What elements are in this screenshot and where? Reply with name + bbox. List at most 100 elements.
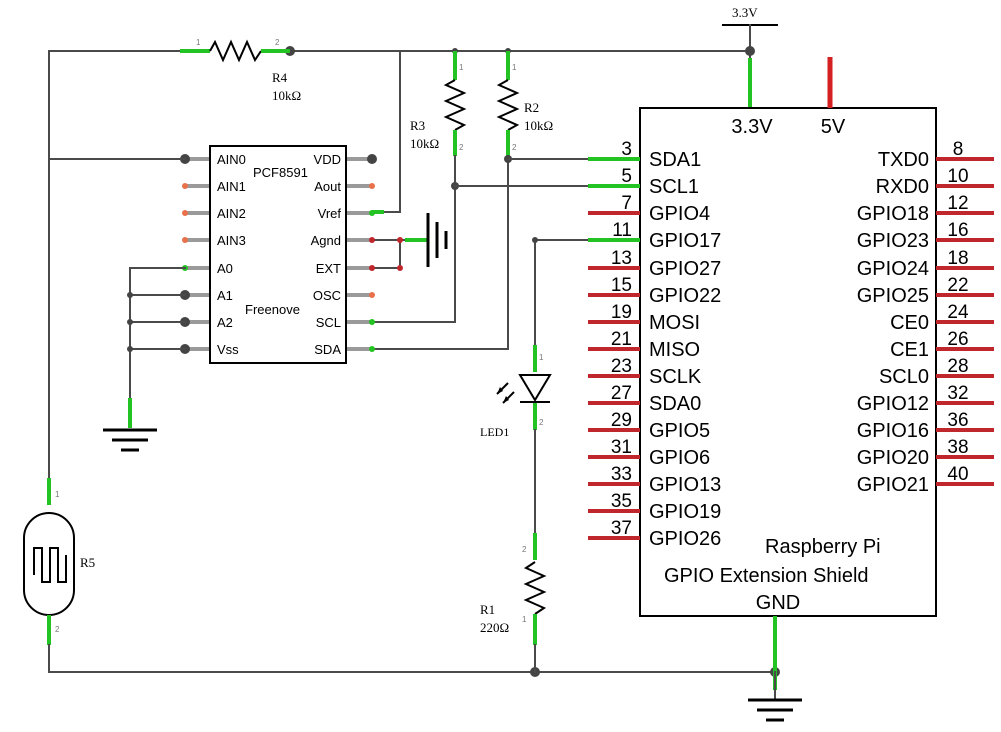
shield-title-2: GPIO Extension Shield [664, 565, 869, 587]
chip-pin-osc: OSC [313, 288, 341, 303]
led-pin1-mark: 1 [539, 353, 544, 362]
chip-pin-ain0: AIN0 [217, 152, 246, 167]
bottom-gnd-rail [48, 667, 780, 677]
r5-name: R5 [80, 555, 95, 570]
shield-pin-label-gpio13: GPIO13 [649, 474, 721, 496]
chip-pin-ain3: AIN3 [217, 233, 246, 248]
shield-pin-num-31: 31 [611, 437, 632, 458]
chip-pin-scl: SCL [316, 315, 341, 330]
chip-pin-vref: Vref [318, 206, 342, 221]
shield-pin-label-gpio20: GPIO20 [857, 447, 929, 469]
r2-name: R2 [524, 100, 539, 115]
r3-pin1-mark: 1 [459, 63, 464, 72]
chip-left-wires [48, 158, 186, 452]
shield-pin-label-gpio26: GPIO26 [649, 528, 721, 550]
i2c-wires [371, 158, 591, 350]
shield-pin-num-12: 12 [947, 193, 968, 214]
chip-pin-a2: A2 [217, 315, 233, 330]
shield-body [639, 107, 937, 617]
shield-pin-num-22: 22 [947, 275, 968, 296]
shield-pin-label-gpio5: GPIO5 [649, 420, 710, 442]
shield-pin-label-gpio19: GPIO19 [649, 501, 721, 523]
shield-pin-num-24: 24 [947, 302, 969, 323]
shield-pin-num-32: 32 [947, 383, 968, 404]
top-33v-rail [48, 46, 751, 481]
shield-pin-label-ce1: CE1 [890, 339, 929, 361]
r3-value: 10kΩ [410, 136, 439, 151]
shield-pin-num-15: 15 [611, 275, 632, 296]
shield-pin-label-gpio17: GPIO17 [649, 230, 721, 252]
r5-pin1-mark: 1 [55, 490, 60, 499]
chip-pin-sda: SDA [314, 342, 341, 357]
led-pin2-mark: 2 [539, 418, 544, 427]
shield-33v-label: 3.3V [731, 116, 773, 138]
r3-name: R3 [410, 118, 425, 133]
shield-pin-label-scl1: SCL1 [649, 176, 699, 198]
r2-pin1-mark: 1 [512, 63, 517, 72]
r5-pin2-mark: 2 [55, 625, 60, 634]
shield-pin-label-gpio4: GPIO4 [649, 203, 710, 225]
r3-pin2-mark: 2 [459, 143, 464, 152]
chip-part-label: PCF8591 [253, 165, 308, 180]
supply-33v-label: 3.3V [732, 5, 758, 20]
pcf8591-chip: AIN0 AIN1 AIN2 AIN3 A0 A1 A2 Vss VDD Aou… [180, 145, 377, 364]
shield-pin-label-mosi: MOSI [649, 312, 700, 334]
shield-pin-label-gpio27: GPIO27 [649, 258, 721, 280]
shield-pin-label-rxd0: RXD0 [876, 176, 929, 198]
shield-pin-num-37: 37 [611, 518, 632, 539]
shield-pin-num-13: 13 [611, 248, 632, 269]
shield-pin-num-27: 27 [611, 383, 632, 404]
shield-pin-label-gpio6: GPIO6 [649, 447, 710, 469]
chip-pin-ext: EXT [316, 261, 341, 276]
shield-pin-num-36: 36 [947, 410, 968, 431]
shield-pin-num-21: 21 [611, 329, 632, 350]
r1-value: 220Ω [480, 620, 509, 635]
shield-pin-num-5: 5 [621, 166, 632, 187]
rpi-shield: 3.3V 5V GND Raspberry Pi GPIO Extension … [639, 57, 937, 722]
r1-pin1-mark: 1 [522, 615, 527, 624]
r4-pin2-mark: 2 [275, 38, 280, 47]
shield-pin-num-10: 10 [947, 166, 968, 187]
shield-pin-num-26: 26 [947, 329, 968, 350]
shield-pin-label-gpio22: GPIO22 [649, 285, 721, 307]
shield-title-1: Raspberry Pi [765, 536, 881, 558]
shield-pin-label-gpio12: GPIO12 [857, 393, 929, 415]
shield-pin-num-29: 29 [611, 410, 632, 431]
shield-pin-num-35: 35 [611, 491, 632, 512]
shield-pin-num-8: 8 [953, 139, 964, 160]
shield-pin-label-ce0: CE0 [890, 312, 929, 334]
chip-pin-vss: Vss [217, 342, 239, 357]
shield-gnd-label: GND [756, 592, 800, 614]
r1-pin2-mark: 2 [522, 545, 527, 554]
shield-right-pins: 8 10 12 16 18 22 24 26 28 32 36 38 40 TX… [857, 139, 994, 496]
chip-pin-ain1: AIN1 [217, 179, 246, 194]
chip-pin-vdd: VDD [314, 152, 341, 167]
led-body [518, 374, 552, 402]
shield-pin-num-23: 23 [611, 356, 632, 377]
chip-maker-label: Freenove [245, 302, 300, 317]
photoresistor-r5: 1 2 R5 [23, 478, 95, 673]
shield-pin-num-16: 16 [947, 220, 968, 241]
shield-pin-label-gpio23: GPIO23 [857, 230, 929, 252]
shield-pin-label-gpio18: GPIO18 [857, 203, 929, 225]
chip-pin-a0: A0 [217, 261, 233, 276]
shield-pin-label-scl0: SCL0 [879, 366, 929, 388]
resistor-r2: 1 2 R2 10kΩ [496, 51, 553, 350]
shield-pin-num-11: 11 [612, 220, 632, 241]
shield-pin-num-7: 7 [621, 193, 632, 214]
vref-agnd-wires [371, 50, 448, 271]
chip-pin-ain2: AIN2 [217, 206, 246, 221]
shield-pin-label-miso: MISO [649, 339, 700, 361]
r2-pin2-mark: 2 [512, 143, 517, 152]
shield-pin-label-txd0: TXD0 [878, 149, 929, 171]
shield-pin-label-gpio16: GPIO16 [857, 420, 929, 442]
r4-value: 10kΩ [272, 88, 301, 103]
supply-33v-symbol: 3.3V [722, 5, 778, 108]
shield-pin-label-gpio21: GPIO21 [857, 474, 929, 496]
resistor-r3: 1 2 R3 10kΩ [410, 51, 467, 323]
shield-pin-label-sclk: SCLK [649, 366, 702, 388]
r1-name: R1 [480, 602, 495, 617]
shield-pin-num-38: 38 [947, 437, 968, 458]
shield-pin-label-gpio25: GPIO25 [857, 285, 929, 307]
